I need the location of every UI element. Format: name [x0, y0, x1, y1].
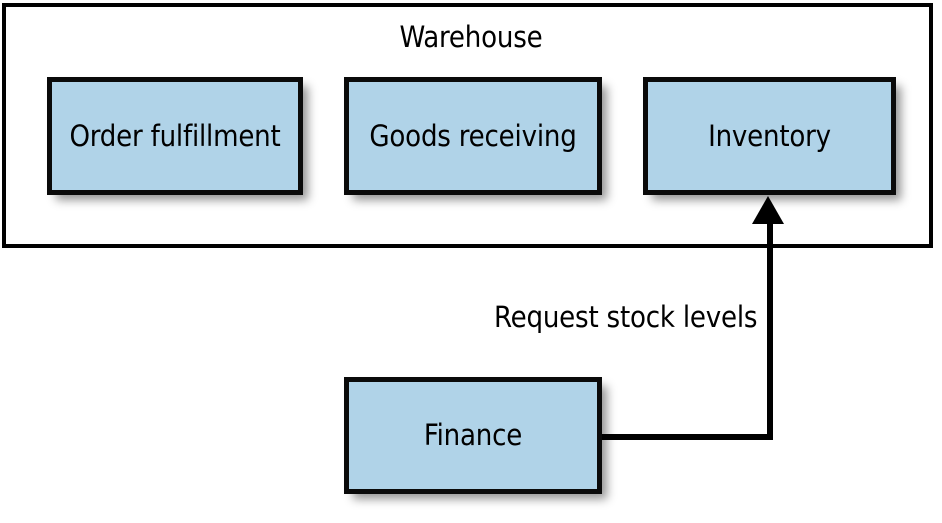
node-label-order-fulfillment: Order fulfillment [69, 118, 281, 153]
node-order-fulfillment[interactable]: Order fulfillment [47, 77, 303, 195]
boundary-warehouse [2, 3, 933, 248]
node-label-goods-receiving: Goods receiving [369, 118, 577, 153]
node-goods-receiving[interactable]: Goods receiving [344, 77, 602, 195]
node-inventory[interactable]: Inventory [643, 77, 896, 195]
node-label-finance: Finance [423, 418, 523, 452]
edge-label-request-stock-levels: Request stock levels [494, 300, 758, 334]
boundary-title-warehouse: Warehouse [399, 20, 543, 54]
node-label-inventory: Inventory [708, 118, 831, 153]
node-finance[interactable]: Finance [344, 377, 602, 494]
